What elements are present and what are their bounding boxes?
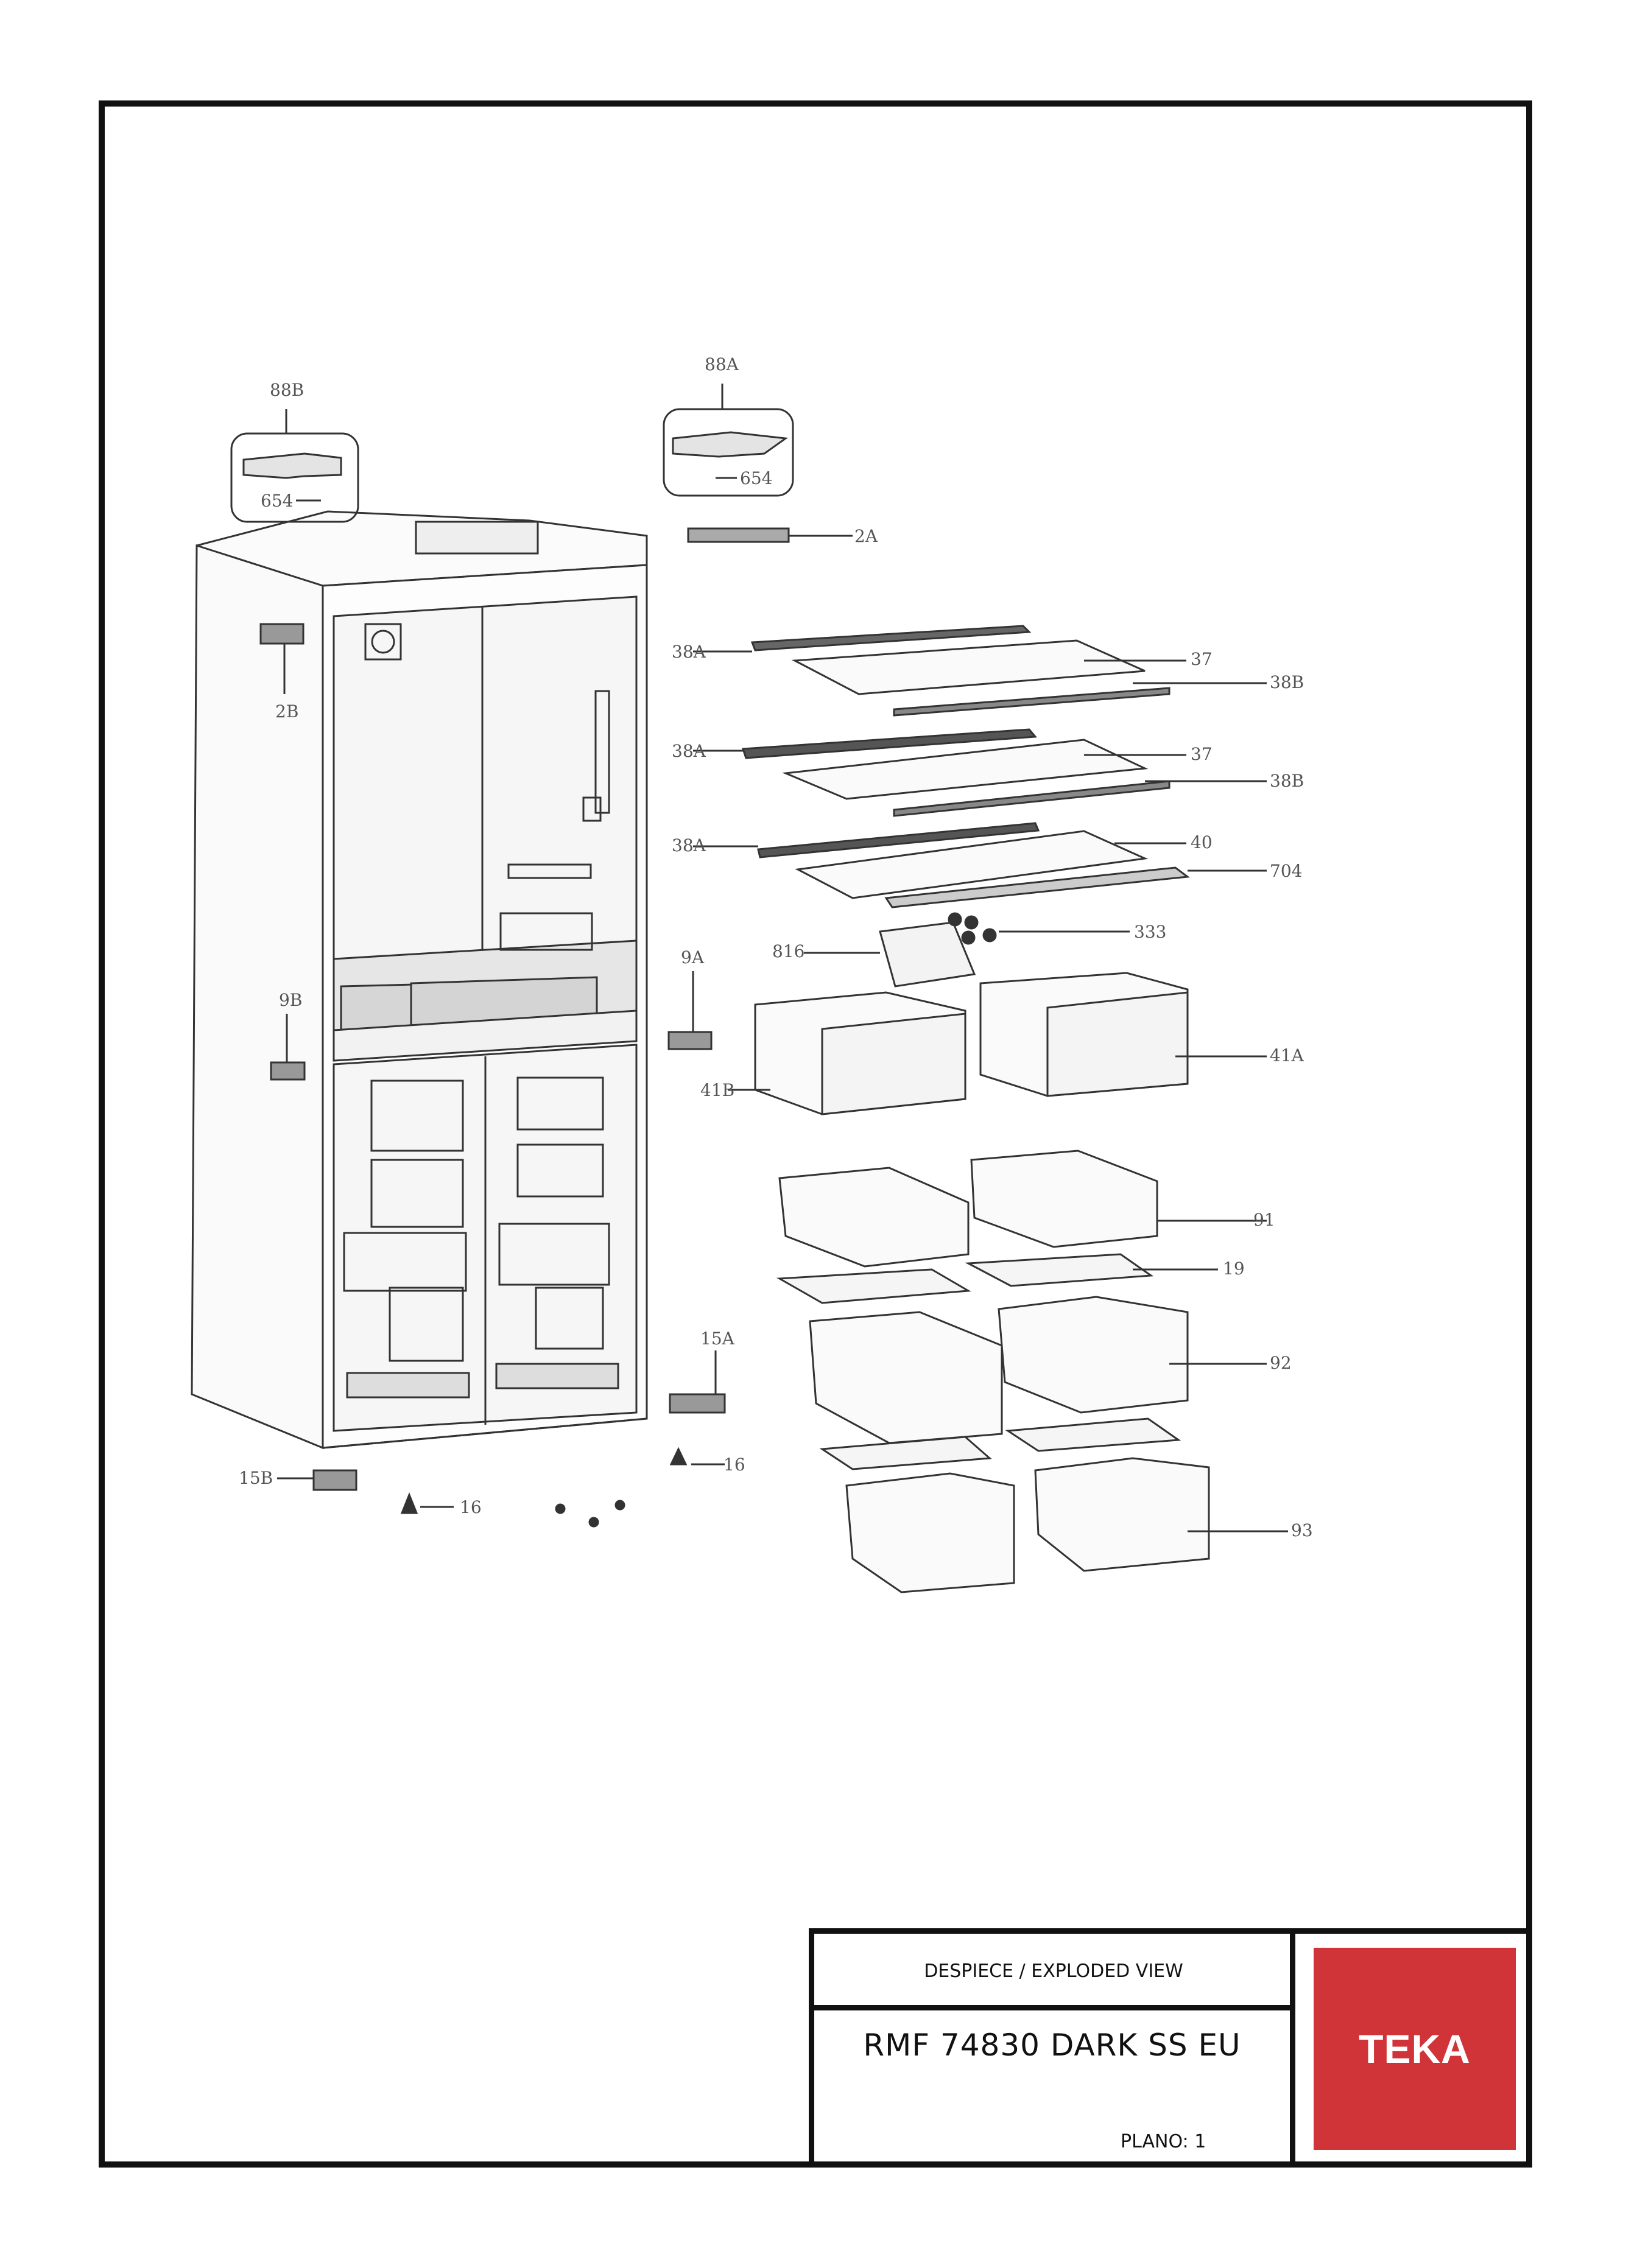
title-block-divider	[814, 2005, 1295, 2010]
callout-41b: 41B	[700, 1080, 734, 1100]
callout-38b-2: 38B	[1270, 771, 1304, 791]
title-block	[809, 1928, 1532, 2168]
callout-15a: 15A	[700, 1329, 735, 1349]
title-block-logo-divider	[1290, 1928, 1295, 2168]
glass-shelves	[741, 625, 1190, 908]
callout-704: 704	[1270, 861, 1302, 881]
callout-19: 19	[1223, 1259, 1245, 1279]
teka-logo: TEKA	[1314, 1948, 1516, 2150]
callout-93: 93	[1291, 1520, 1313, 1540]
callout-38a-3: 38A	[672, 835, 706, 855]
crisper-drawers	[754, 972, 1189, 1115]
callout-38b-1: 38B	[1270, 672, 1304, 692]
callout-16-right: 16	[723, 1455, 745, 1475]
callout-91: 91	[1253, 1210, 1275, 1230]
plano-value: 1	[1194, 2131, 1206, 2152]
callout-9b: 9B	[279, 990, 302, 1010]
model-name: RMF 74830 DARK SS EU	[863, 2028, 1241, 2063]
drawing-caption: DESPIECE / EXPLODED VIEW	[924, 1960, 1183, 1982]
callout-38a-2: 38A	[672, 741, 706, 761]
callout-9a: 9A	[681, 947, 705, 967]
callout-15b: 15B	[239, 1468, 273, 1488]
callout-16-left: 16	[460, 1497, 482, 1517]
callout-41a: 41A	[1270, 1045, 1304, 1066]
callout-2b: 2B	[275, 701, 298, 721]
88b-detail-box	[230, 432, 359, 523]
callout-37-2: 37	[1191, 744, 1213, 764]
logo-text: TEKA	[1359, 2026, 1471, 2071]
callout-333: 333	[1134, 922, 1166, 942]
callout-92: 92	[1270, 1353, 1292, 1373]
callout-88b: 88B	[270, 380, 304, 400]
plano-label: PLANO:	[1121, 2131, 1189, 2152]
callout-38a-1: 38A	[672, 642, 706, 662]
callout-37-1: 37	[1191, 649, 1213, 669]
callout-2a: 2A	[854, 526, 878, 546]
plano-number: PLANO: 1	[1121, 2131, 1206, 2152]
callout-654-right: 654	[740, 468, 772, 488]
callout-654-left: 654	[261, 491, 293, 511]
88a-detail-box	[663, 408, 794, 497]
callout-816: 816	[772, 941, 804, 961]
fridge-cabinet	[191, 510, 648, 1450]
callout-88a: 88A	[705, 354, 739, 374]
callout-40: 40	[1191, 832, 1213, 852]
